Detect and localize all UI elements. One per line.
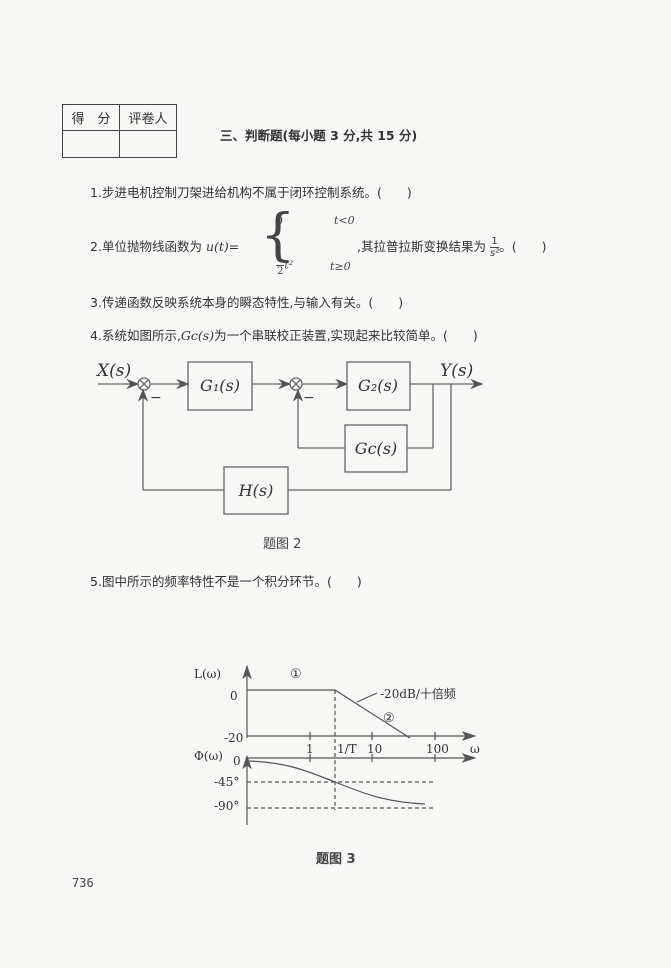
question-2: 2.单位抛物线函数为 u(t)= [90, 236, 239, 255]
grader-header: 评卷人 [119, 104, 177, 131]
result-num: 1 [489, 236, 500, 248]
marker-1: ① [290, 667, 302, 682]
question-text: 传递函数反映系统本身的瞬态特性,与输入有关。( ) [101, 295, 404, 310]
x-tick-100: 100 [426, 742, 449, 756]
gc-label: Gc(s) [355, 439, 397, 458]
block-g1 [187, 361, 253, 411]
slope-label: -20dB/十倍频 [380, 686, 456, 701]
phase-tick-minus90: -90° [214, 799, 239, 813]
h-label: H(s) [238, 481, 274, 500]
page-number: 736 [72, 876, 94, 890]
marker-2: ② [383, 711, 395, 726]
g2-label: G₂(s) [358, 376, 398, 395]
phase-tick-0: 0 [233, 754, 241, 768]
x-tick-10: 10 [367, 742, 382, 756]
question-1: 1.步进电机控制刀架进给机构不属于闭环控制系统。( ) [90, 182, 412, 201]
figure-3-caption: 题图 3 [316, 852, 356, 867]
question-number: 2. [90, 239, 102, 254]
gc-symbol: Gc(s) [180, 328, 215, 343]
question-text-after: 为一个串联校正装置,实现起来比较简单。( ) [214, 328, 478, 343]
phase-curve [246, 760, 426, 805]
x-tick-1: 1 [306, 742, 314, 756]
piecewise-brace: { [260, 203, 296, 268]
result-den: s² [489, 248, 500, 259]
question-number: 3. [90, 295, 102, 310]
question-number: 4. [90, 328, 102, 343]
block-g2 [346, 361, 411, 411]
section-title: 三、判断题(每小题 3 分,共 15 分) [220, 128, 418, 143]
question-4: 4.系统如图所示,Gc(s)为一个串联校正装置,实现起来比较简单。( ) [90, 325, 478, 344]
case2-condition: t≥0 [330, 260, 351, 273]
x-axis-label: ω [470, 742, 480, 756]
function-label: u(t)= [205, 239, 240, 254]
score-table: 得 分 评卷人 [62, 104, 177, 158]
phase-ylabel: Φ(ω) [194, 749, 223, 763]
minus-sign-1: − [150, 390, 162, 406]
question-3: 3.传递函数反映系统本身的瞬态特性,与输入有关。( ) [90, 292, 403, 311]
input-label: X(s) [95, 361, 131, 381]
output-label: Y(s) [440, 361, 473, 381]
case1-condition: t<0 [334, 214, 355, 227]
question-5: 5.图中所示的频率特性不是一个积分环节。( ) [90, 571, 362, 590]
block-diagram: X(s) Y(s) − − G₁(s) G₂(s) Gc(s) H(s) [95, 361, 484, 515]
question-text: 图中所示的频率特性不是一个积分环节。( ) [101, 574, 362, 589]
question-number: 1. [90, 185, 102, 200]
grader-cell[interactable] [119, 130, 177, 158]
question-text-end: 。( ) [499, 239, 547, 254]
question-text-after: ,其拉普拉斯变换结果为 [357, 239, 486, 254]
mag-ylabel: L(ω) [194, 667, 221, 681]
minus-sign-2: − [303, 390, 315, 406]
g1-label: G₁(s) [200, 376, 240, 395]
question-number: 5. [90, 574, 102, 589]
question-text-before: 单位抛物线函数为 [101, 239, 202, 254]
mag-tick-minus20: -20 [224, 731, 243, 745]
figure-2-caption: 题图 2 [263, 537, 302, 552]
x-tick-1overT: 1/T [337, 742, 357, 756]
question-text-before: 系统如图所示, [101, 328, 181, 343]
score-header: 得 分 [62, 104, 120, 131]
case2-value: t² [284, 258, 294, 272]
bode-plot: L(ω) ① 0 -20 -20dB/十倍频 ② Φ(ω) 1 1/T 10 1… [194, 664, 480, 825]
question-text: 步进电机控制刀架进给机构不属于闭环控制系统。( ) [101, 185, 412, 200]
case1-value: 0 [276, 214, 283, 227]
frac-den: 2 [277, 266, 284, 277]
phase-tick-minus45: -45° [214, 775, 239, 789]
frac-num: 1 [276, 254, 285, 266]
mag-tick-0: 0 [230, 689, 238, 703]
slope-leader [356, 692, 378, 703]
score-cell[interactable] [62, 130, 120, 158]
